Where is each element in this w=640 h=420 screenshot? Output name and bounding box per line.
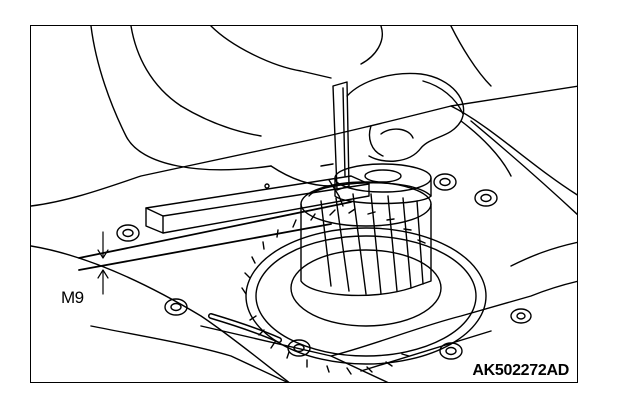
straight-edge xyxy=(145,175,370,234)
dimension-label-m9: M9 xyxy=(61,288,84,307)
transmission-case xyxy=(31,85,577,382)
dimension-lines xyxy=(78,201,352,295)
transmission-measurement-illustration xyxy=(31,26,577,382)
helical-gear xyxy=(300,181,432,297)
figure-code: AK502272AD xyxy=(472,362,569,379)
illustration-frame: M9 AK502272AD xyxy=(30,25,578,383)
technician-hands xyxy=(90,26,512,187)
depth-gauge xyxy=(320,81,350,207)
case-slot xyxy=(208,313,282,343)
